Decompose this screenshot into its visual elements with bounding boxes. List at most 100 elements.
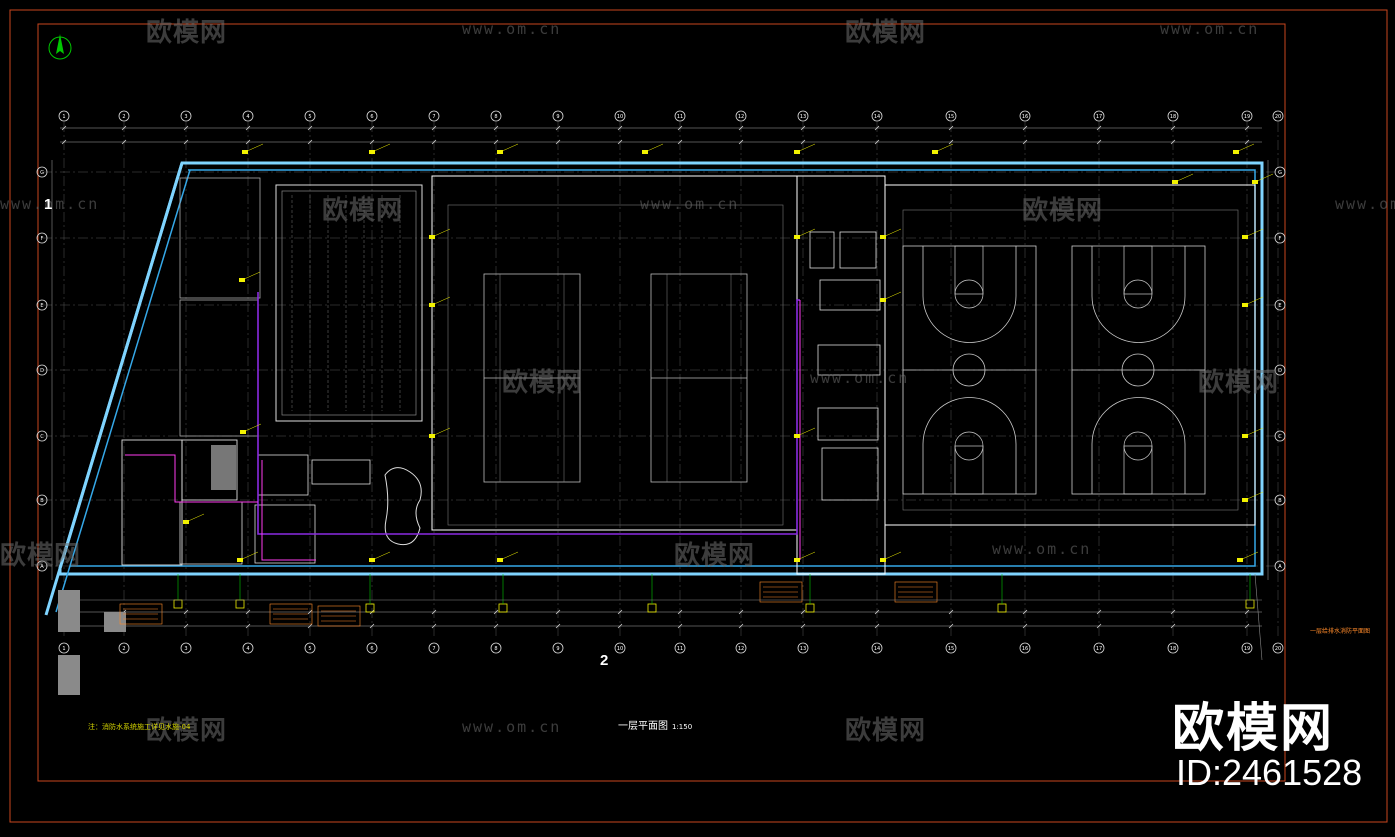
column-axis-label: 1	[62, 114, 65, 120]
dimension-tick	[1096, 125, 1102, 131]
column-axis-bubble: 4	[242, 642, 254, 654]
exterior-hydrant-box	[997, 603, 1007, 613]
column-axis-bubble: 14	[871, 642, 883, 654]
dimension-tick	[1244, 125, 1250, 131]
column-axis-label: 11	[677, 646, 683, 652]
dimension-tick	[1022, 139, 1028, 145]
dimension-tick	[738, 139, 744, 145]
watermark-url: www.om.cn	[462, 718, 562, 736]
dimension-tick	[948, 125, 954, 131]
watermark-url: www.om.cn	[1335, 195, 1395, 213]
court-three-point-arc	[1091, 397, 1186, 494]
column-axis-label: 12	[738, 646, 744, 652]
court-three-point-arc	[1091, 246, 1186, 343]
column-axis-bubble: 7	[428, 110, 440, 122]
row-axis-bubble: C	[36, 430, 48, 442]
exterior-bottom-strip	[60, 573, 1263, 661]
leader-line	[1244, 427, 1264, 437]
dimension-tick	[948, 623, 954, 629]
column-axis-bubbles: 1122334455667788991010111112121313141415…	[58, 110, 1284, 654]
leader-line	[796, 228, 816, 238]
watermark-url: www.om.cn	[462, 20, 562, 38]
column-axis-label: 15	[948, 114, 954, 120]
column-axis-label: 16	[1022, 114, 1028, 120]
column-axis-bubble: 18	[1167, 642, 1179, 654]
watermark-url: www.om.cn	[1160, 20, 1260, 38]
exterior-hydrant-box	[498, 603, 508, 613]
column-axis-bubble: 10	[614, 642, 626, 654]
row-axis-bubble: A	[36, 560, 48, 572]
watermark-url: www.om.cn	[640, 195, 740, 213]
leader-line	[1174, 173, 1194, 183]
dimension-tick	[183, 609, 189, 615]
row-axis-label: F	[1279, 236, 1282, 242]
column-axis-label: 18	[1170, 114, 1176, 120]
leader-line	[1235, 143, 1255, 153]
column-axis-label: 5	[308, 114, 311, 120]
dimension-tick	[369, 139, 375, 145]
dimension-tick	[800, 125, 806, 131]
leader-line	[1254, 173, 1274, 183]
column-axis-label: 17	[1096, 646, 1102, 652]
dimension-tick	[431, 623, 437, 629]
column-axis-label: 5	[308, 646, 311, 652]
watermark-logo: 欧模网	[146, 716, 228, 746]
leader-line	[1244, 491, 1264, 501]
leader-line	[431, 427, 451, 437]
watermark-url: www.om.cn	[810, 369, 910, 387]
column-axis-label: 8	[494, 646, 497, 652]
leader-line	[1244, 296, 1264, 306]
dimension-tick	[245, 139, 251, 145]
dimension-tick	[307, 125, 313, 131]
dimension-tick	[307, 623, 313, 629]
column-axis-label: 3	[184, 114, 187, 120]
watermark-url: www.om.cn	[0, 195, 100, 213]
column-axis-label: 3	[184, 646, 187, 652]
sheet-outer-frame	[9, 9, 1388, 823]
exterior-hydrant-box	[173, 599, 183, 609]
dimension-tick	[61, 125, 67, 131]
dimension-tick	[307, 609, 313, 615]
dimension-tick	[431, 125, 437, 131]
dimension-tick	[493, 125, 499, 131]
watermark-logo: 欧模网	[1198, 368, 1280, 398]
dimension-lines	[51, 125, 1269, 629]
watermark-logo: 欧模网	[322, 196, 404, 226]
side-note: 一层给排水消防平面图	[1310, 628, 1371, 635]
dimension-tick	[493, 139, 499, 145]
court-three-point-arc	[922, 246, 1017, 343]
column-axis-label: 8	[494, 114, 497, 120]
dimension-tick	[1244, 623, 1250, 629]
dimension-tick	[431, 609, 437, 615]
exterior-hydrant-box	[805, 603, 815, 613]
column-axis-label: 20	[1275, 114, 1281, 120]
row-axis-bubble: G	[36, 166, 48, 178]
dimension-tick	[1170, 125, 1176, 131]
dimension-tick	[555, 139, 561, 145]
model-id: ID:2461528	[1176, 752, 1363, 793]
orange-note-box	[119, 603, 163, 625]
column-axis-label: 2	[122, 646, 125, 652]
sports-hall-courts	[431, 175, 798, 531]
column-axis-bubble: 9	[552, 642, 564, 654]
dimension-tick	[245, 125, 251, 131]
dimension-tick	[874, 623, 880, 629]
column-axis-bubble: 13	[797, 642, 809, 654]
leader-line	[499, 551, 519, 561]
swimming-pool	[275, 184, 423, 422]
column-axis-bubble: 6	[366, 642, 378, 654]
drawing-title-text: 一层平面图	[618, 721, 668, 732]
dimension-tick	[245, 609, 251, 615]
fire-pipe-network	[125, 292, 801, 561]
column-axis-bubble: 20	[1272, 110, 1284, 122]
watermark-logo: 欧模网	[674, 541, 756, 571]
court-paint	[954, 445, 984, 495]
exterior-hydrant-box	[235, 599, 245, 609]
column-axis-bubble: 7	[428, 642, 440, 654]
dimension-tick	[1096, 623, 1102, 629]
court-paint	[1123, 445, 1153, 495]
leader-line	[239, 551, 259, 561]
